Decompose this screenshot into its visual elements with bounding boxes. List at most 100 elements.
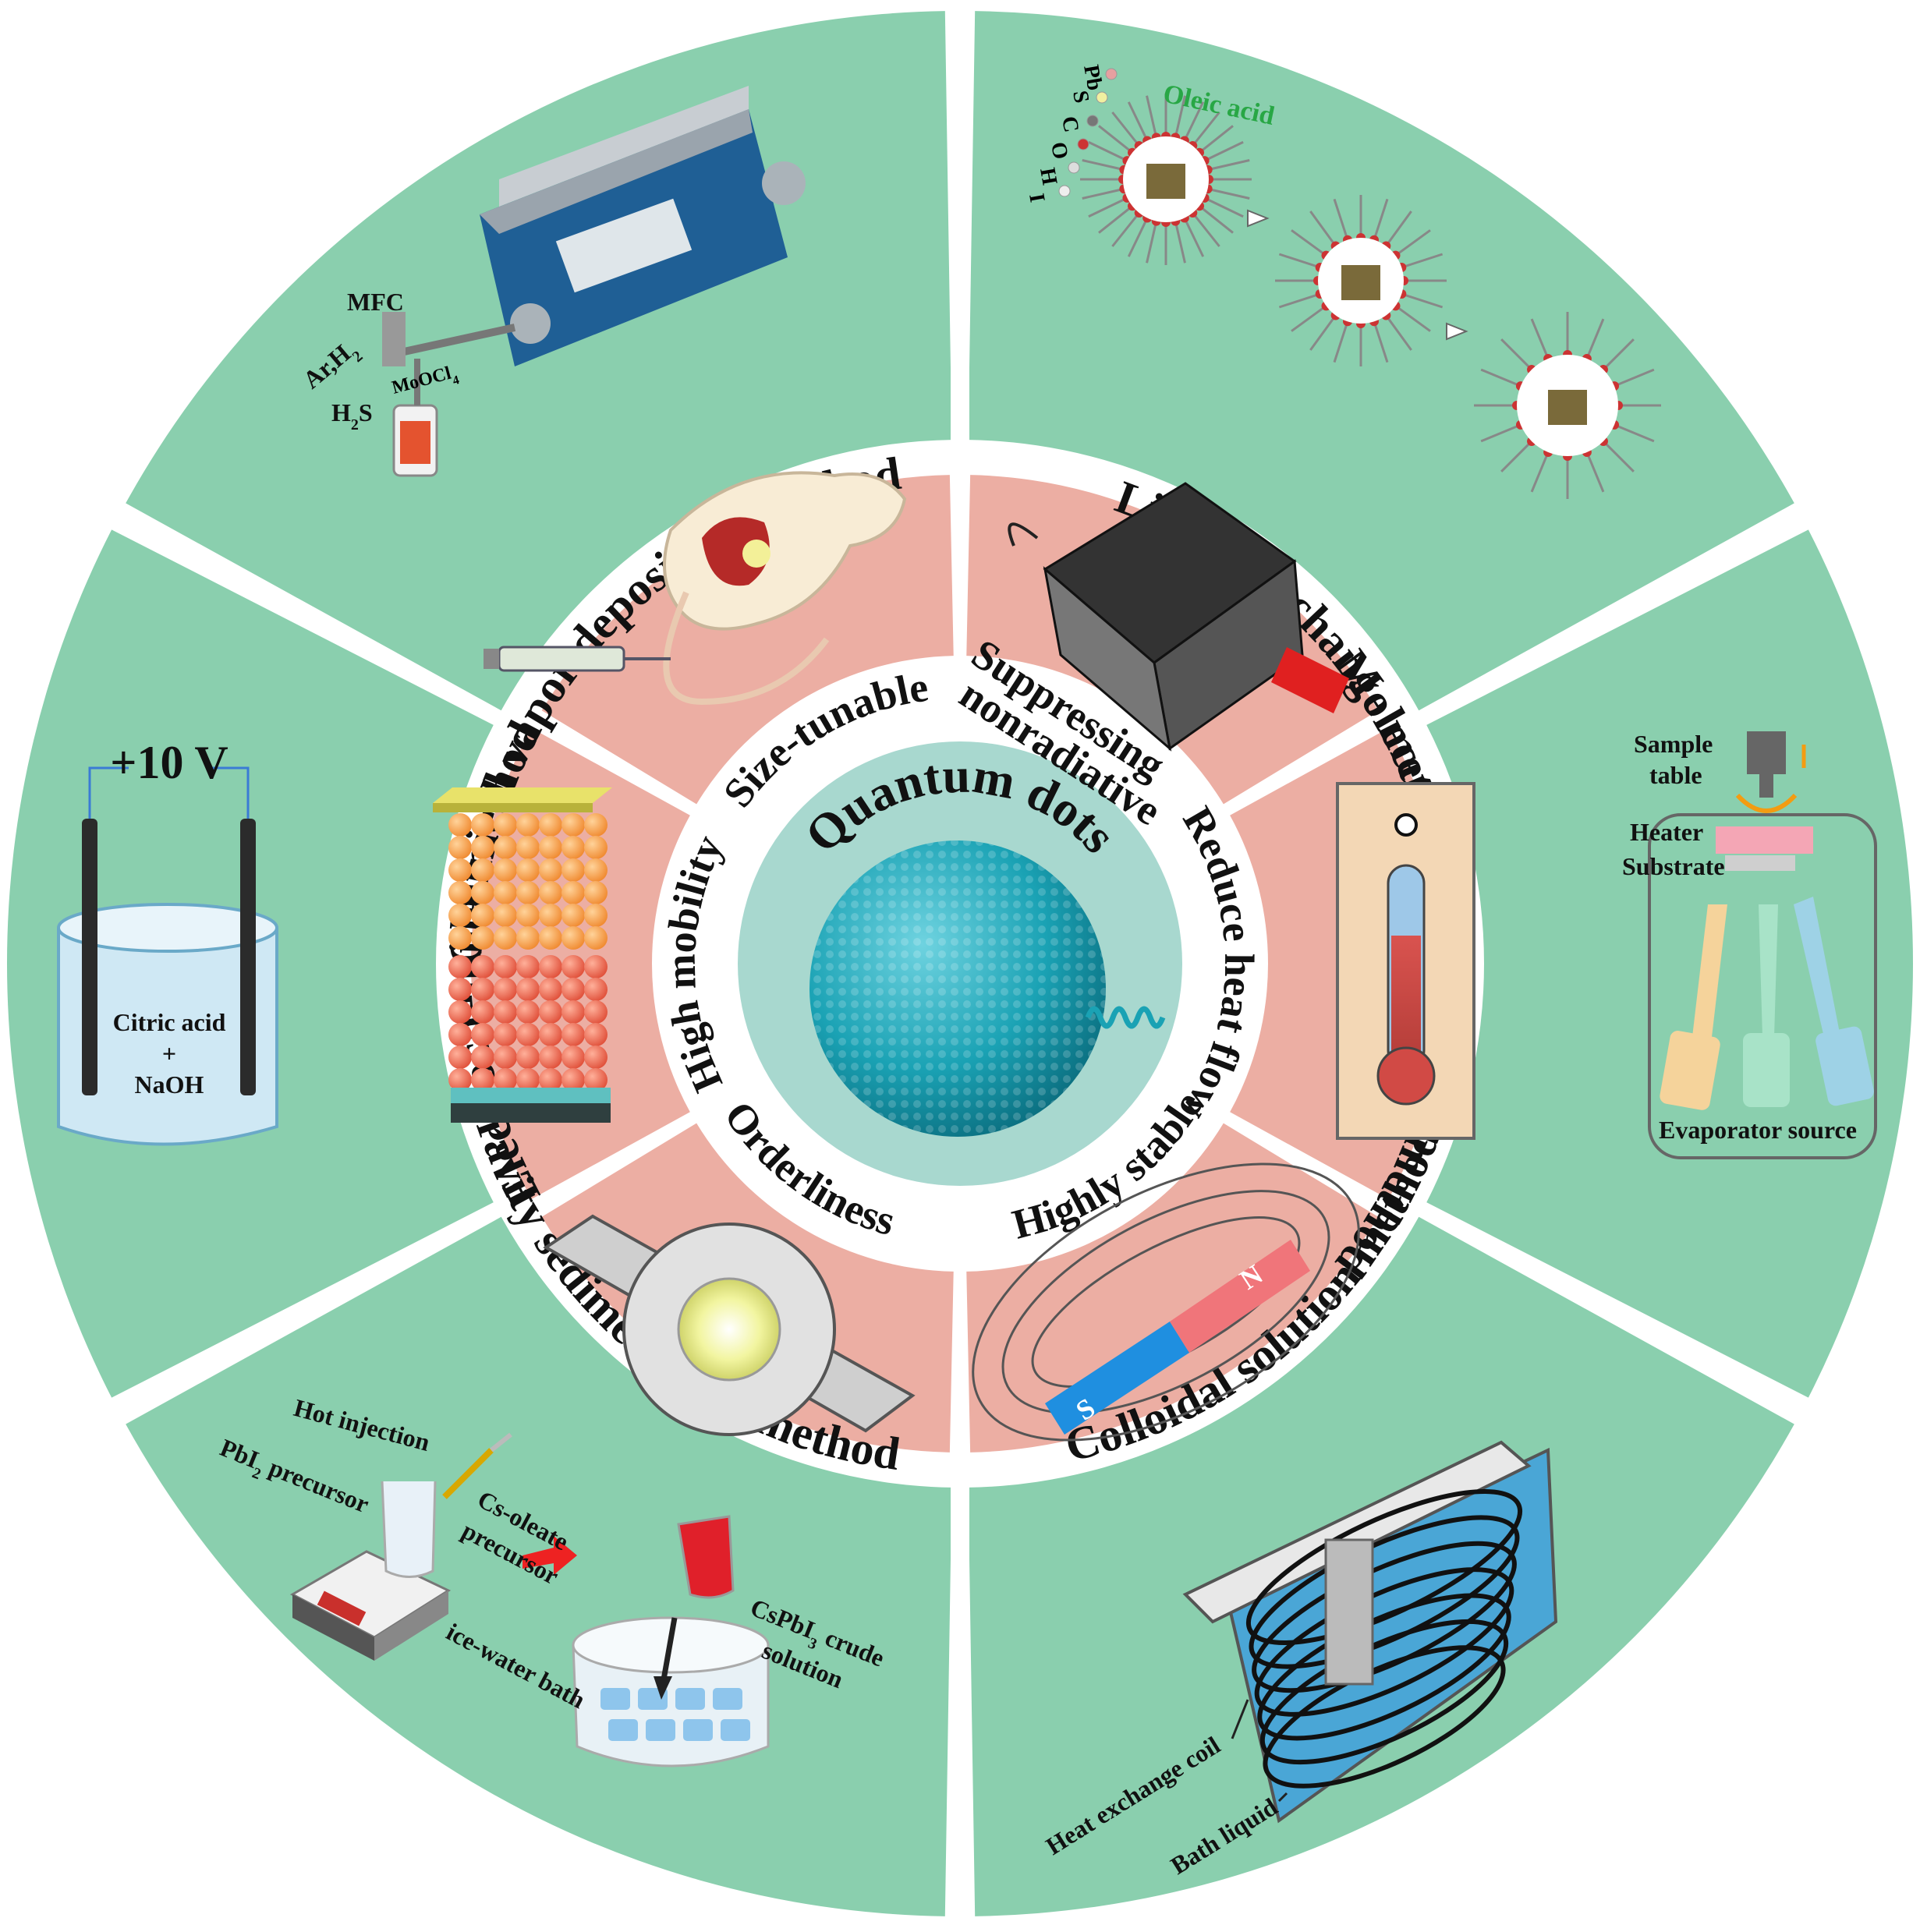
lattice-ball — [561, 978, 585, 1001]
mbe-sample-label-2: table — [1649, 761, 1702, 789]
lattice-ball — [584, 1068, 608, 1092]
lattice-ball — [448, 881, 472, 904]
ice-cube — [713, 1688, 742, 1710]
lattice-ball — [494, 978, 517, 1001]
lattice-ball — [561, 955, 585, 978]
lattice-ball — [539, 858, 562, 882]
cvd-mfc-label: MFC — [347, 288, 404, 316]
lattice-ball — [561, 1046, 585, 1069]
lattice-ball — [539, 1023, 562, 1046]
element-label: I — [1024, 192, 1049, 204]
lattice-ball — [584, 955, 608, 978]
lattice-ball — [494, 1023, 517, 1046]
lattice-ball — [471, 1000, 494, 1024]
outer-sector — [1426, 529, 1913, 1398]
lattice-ball — [561, 836, 585, 859]
lattice-ball — [516, 1046, 540, 1069]
led-illustration — [543, 1214, 916, 1436]
lattice-ball — [494, 1000, 517, 1024]
lattice-ball — [539, 978, 562, 1001]
lattice-ball — [448, 858, 472, 882]
lattice-ball — [584, 813, 608, 837]
lattice-ball — [516, 1000, 540, 1024]
lattice-ball — [448, 836, 472, 859]
electro-solution-line-2: + — [162, 1039, 176, 1067]
lattice-ball — [494, 858, 517, 882]
lattice-ball — [448, 1000, 472, 1024]
lattice-ball — [516, 858, 540, 882]
lattice-ball — [448, 926, 472, 950]
lattice-ball — [539, 926, 562, 950]
lattice-ball — [448, 1068, 472, 1092]
quantum-dot-stack-illustration — [433, 787, 612, 1123]
ice-cube — [675, 1688, 705, 1710]
lattice-ball — [494, 1068, 517, 1092]
ice-cube — [721, 1719, 750, 1741]
middle-sector — [966, 1123, 1379, 1453]
lattice-ball — [539, 904, 562, 927]
lattice-ball — [494, 836, 517, 859]
lattice-ball — [584, 1046, 608, 1069]
lattice-ball — [471, 836, 494, 859]
lattice-ball — [448, 978, 472, 1001]
cvd-furnace-illustration: MFC Ar,H2 H2S MoOCl4 — [297, 86, 806, 477]
lattice-ball — [516, 881, 540, 904]
lattice-ball — [516, 1023, 540, 1046]
lattice-ball — [561, 858, 585, 882]
lattice-ball — [516, 904, 540, 927]
lattice-ball — [584, 978, 608, 1001]
lattice-ball — [539, 1000, 562, 1024]
lattice-ball — [494, 926, 517, 950]
lattice-ball — [561, 1023, 585, 1046]
ice-cube — [608, 1719, 638, 1741]
lattice-ball — [516, 813, 540, 837]
lattice-ball — [471, 858, 494, 882]
lattice-ball — [539, 1068, 562, 1092]
lattice-ball — [584, 858, 608, 882]
quantum-dot-sphere — [809, 840, 1166, 1137]
lattice-ball — [448, 904, 472, 927]
thermometer-illustration — [1336, 782, 1475, 1140]
lattice-ball — [471, 1068, 494, 1092]
mbe-substrate-label: Substrate — [1622, 852, 1725, 880]
element-label: O — [1046, 140, 1072, 161]
ice-cube — [600, 1688, 630, 1710]
lattice-ball — [494, 1046, 517, 1069]
lattice-ball — [539, 1046, 562, 1069]
lattice-ball — [471, 1046, 494, 1069]
mbe-heater-label: Heater — [1630, 818, 1703, 846]
lattice-ball — [471, 904, 494, 927]
nanoparticle — [1275, 195, 1447, 366]
mouse-syringe-illustration — [484, 471, 907, 706]
element-label: Pb — [1079, 63, 1107, 93]
lattice-ball — [448, 813, 472, 837]
lattice-ball — [494, 881, 517, 904]
mbe-evaporator-label: Evaporator source — [1659, 1116, 1857, 1144]
lattice-ball — [471, 881, 494, 904]
nanoparticle — [1080, 94, 1252, 265]
lattice-ball — [516, 978, 540, 1001]
laser-device-illustration — [1008, 482, 1349, 752]
lattice-ball — [561, 813, 585, 837]
lattice-ball — [516, 836, 540, 859]
lattice-ball — [471, 813, 494, 837]
lattice-ball — [561, 904, 585, 927]
electrochemical-illustration: +10 V Citric acid + NaOH — [57, 737, 278, 1146]
lattice-ball — [561, 926, 585, 950]
lattice-ball — [584, 1000, 608, 1024]
lattice-ball — [471, 1023, 494, 1046]
lattice-ball — [494, 955, 517, 978]
ice-cube — [683, 1719, 713, 1741]
lattice-ball — [448, 1023, 472, 1046]
lattice-ball — [584, 881, 608, 904]
lattice-ball — [516, 955, 540, 978]
lattice-ball — [516, 926, 540, 950]
element-label: S — [1068, 89, 1093, 105]
lattice-ball — [584, 1023, 608, 1046]
lattice-ball — [561, 881, 585, 904]
electro-solution-line-1: Citric acid — [113, 1008, 226, 1036]
ice-cube — [646, 1719, 675, 1741]
